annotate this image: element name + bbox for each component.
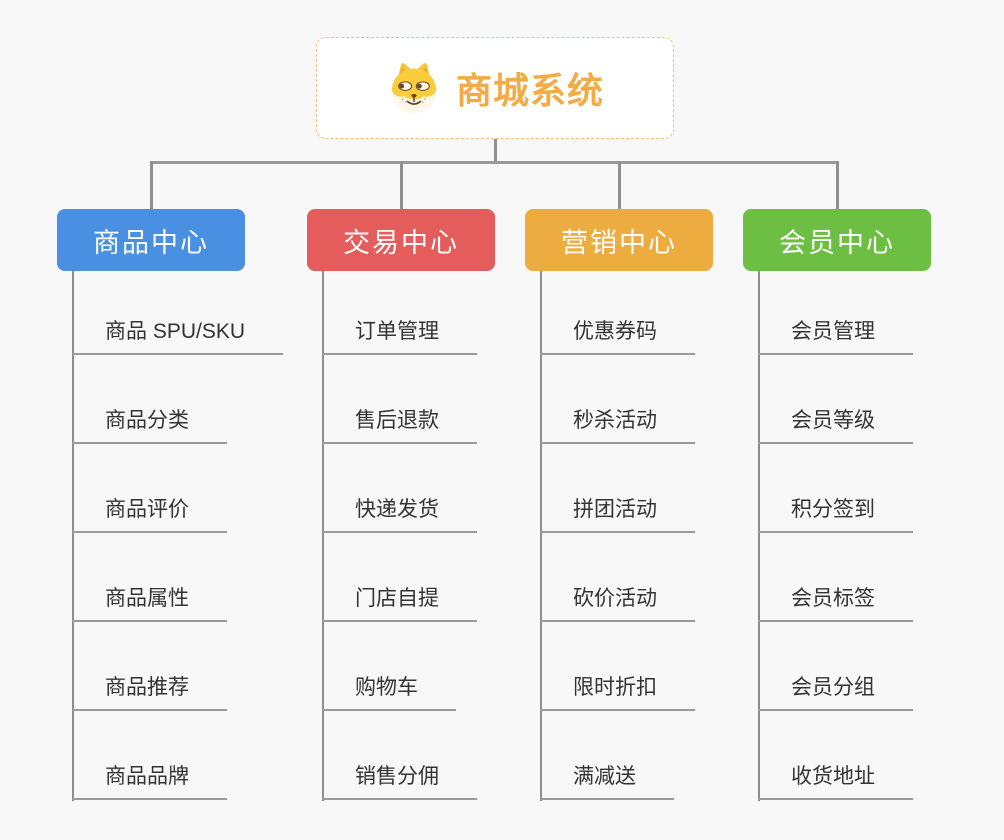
- leaf-points-checkin[interactable]: 积分签到: [758, 495, 913, 533]
- leaf-group-buy[interactable]: 拼团活动: [540, 495, 695, 533]
- leaf-shipping-address[interactable]: 收货地址: [758, 762, 913, 800]
- dog-icon: [391, 63, 437, 114]
- branch-header-marketing-center[interactable]: 营销中心: [525, 209, 713, 271]
- leaf-member-group[interactable]: 会员分组: [758, 673, 913, 711]
- branch-member-center: 会员中心 会员管理 会员等级 积分签到 会员标签 会员分组 收货地址: [743, 209, 993, 809]
- leaf-member-management[interactable]: 会员管理: [758, 317, 913, 355]
- branch-spine: [758, 271, 760, 801]
- leaf-flash-sale[interactable]: 秒杀活动: [540, 406, 695, 444]
- leaf-time-discount[interactable]: 限时折扣: [540, 673, 695, 711]
- connector-drop-member: [835, 161, 839, 211]
- connector-drop-product: [149, 161, 153, 211]
- branch-header-trade-center[interactable]: 交易中心: [307, 209, 495, 271]
- branch-trade-center: 交易中心 订单管理 售后退款 快递发货 门店自提 购物车 销售分佣: [307, 209, 557, 809]
- branch-spine: [72, 271, 74, 801]
- connector-root-stem: [493, 139, 497, 164]
- connector-drop-trade: [399, 161, 403, 211]
- leaf-product-attribute[interactable]: 商品属性: [72, 584, 227, 622]
- leaf-express-shipping[interactable]: 快递发货: [322, 495, 477, 533]
- branch-spine: [540, 271, 542, 801]
- branch-marketing-center: 营销中心 优惠券码 秒杀活动 拼团活动 砍价活动 限时折扣 满减送: [525, 209, 775, 809]
- leaf-sales-commission[interactable]: 销售分佣: [322, 762, 477, 800]
- leaf-coupon-code[interactable]: 优惠券码: [540, 317, 695, 355]
- branch-product-center: 商品中心 商品 SPU/SKU 商品分类 商品评价 商品属性 商品推荐 商品品牌: [57, 209, 307, 809]
- leaf-full-reduction[interactable]: 满减送: [540, 762, 674, 800]
- leaf-product-review[interactable]: 商品评价: [72, 495, 227, 533]
- leaf-product-category[interactable]: 商品分类: [72, 406, 227, 444]
- connector-drop-marketing: [617, 161, 621, 211]
- leaf-store-pickup[interactable]: 门店自提: [322, 584, 477, 622]
- leaf-after-sale-refund[interactable]: 售后退款: [322, 406, 477, 444]
- branch-header-member-center[interactable]: 会员中心: [743, 209, 931, 271]
- connector-trunk-line: [149, 161, 838, 164]
- branch-header-product-center[interactable]: 商品中心: [57, 209, 245, 271]
- leaf-order-management[interactable]: 订单管理: [322, 317, 477, 355]
- leaf-product-spu-sku[interactable]: 商品 SPU/SKU: [72, 317, 284, 355]
- leaf-bargain[interactable]: 砍价活动: [540, 584, 695, 622]
- branch-spine: [322, 271, 324, 801]
- root-title: 商城系统: [455, 70, 604, 111]
- leaf-product-brand[interactable]: 商品品牌: [72, 762, 227, 800]
- leaf-product-recommend[interactable]: 商品推荐: [72, 673, 227, 711]
- leaf-shopping-cart[interactable]: 购物车: [322, 673, 456, 711]
- leaf-member-tag[interactable]: 会员标签: [758, 584, 913, 622]
- root-node[interactable]: 商城系统: [316, 37, 674, 139]
- leaf-member-level[interactable]: 会员等级: [758, 406, 913, 444]
